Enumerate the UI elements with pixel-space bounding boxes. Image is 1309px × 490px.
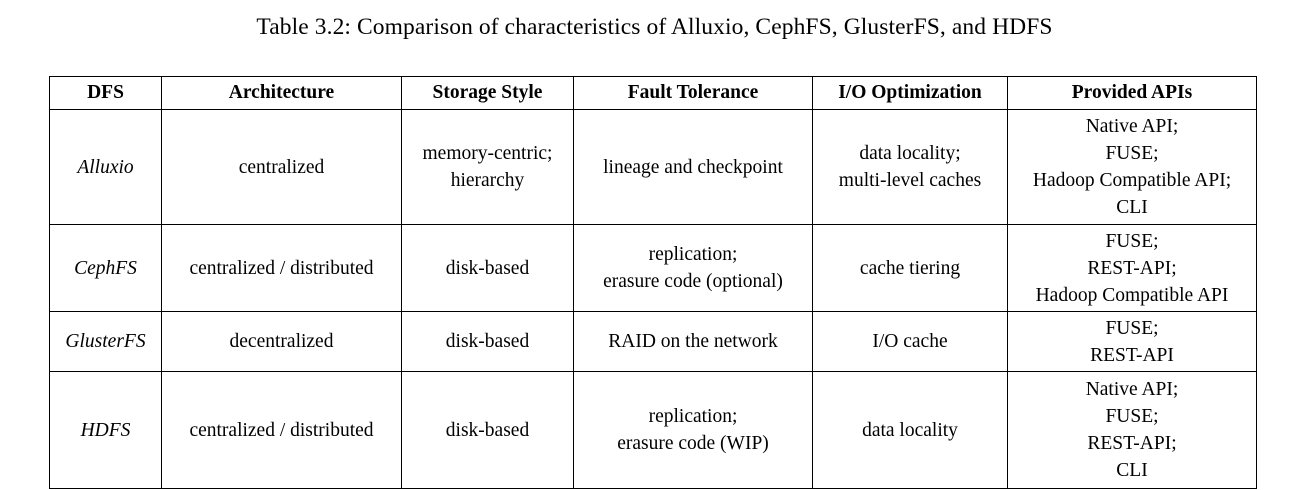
cell-line: erasure code (optional) bbox=[603, 271, 783, 292]
cell-line: FUSE; bbox=[1105, 406, 1159, 427]
cell-line: REST-API; bbox=[1087, 257, 1177, 279]
cell-storage-style: disk-based bbox=[401, 224, 574, 312]
cell-line: I/O cache bbox=[872, 331, 948, 352]
dfs-label: CephFS bbox=[74, 257, 137, 279]
column-header-architecture: Architecture bbox=[161, 76, 402, 110]
cell-line: CLI bbox=[1116, 197, 1148, 218]
cell-lines: I/O cache bbox=[818, 328, 1002, 355]
table-container: DFS Architecture Storage Style Fault Tol… bbox=[49, 76, 1257, 489]
column-header-fault-tolerance: Fault Tolerance bbox=[573, 76, 813, 110]
cell-io-optimization: data locality bbox=[812, 371, 1008, 489]
cell-provided-apis: Native API; FUSE; REST-API; CLI bbox=[1007, 371, 1257, 489]
cell-storage-style: disk-based bbox=[401, 311, 574, 372]
cell-line: FUSE; bbox=[1105, 317, 1159, 339]
cell-line: hierarchy bbox=[450, 170, 525, 191]
cell-storage-style: disk-based bbox=[401, 371, 574, 489]
cell-line: replication; bbox=[648, 406, 738, 427]
cell-line: Hadoop Compatible API bbox=[1035, 284, 1229, 306]
cell-line: FUSE; bbox=[1105, 143, 1159, 164]
cell-line: data locality bbox=[862, 419, 958, 441]
cell-line: CLI bbox=[1116, 460, 1148, 481]
cell-line: data locality; bbox=[859, 143, 961, 164]
cell-dfs-name: Alluxio bbox=[49, 109, 162, 225]
cell-lines: memory-centric; hierarchy bbox=[407, 140, 568, 194]
cell-line: REST-API bbox=[1090, 344, 1174, 366]
cell-provided-apis: Native API; FUSE; Hadoop Compatible API;… bbox=[1007, 109, 1257, 225]
cell-lines: FUSE; REST-API bbox=[1013, 315, 1251, 369]
table-row: CephFS centralized / distributed disk-ba… bbox=[49, 224, 1257, 312]
cell-line: erasure code (WIP) bbox=[617, 433, 769, 454]
table-row: GlusterFS decentralized disk-based bbox=[49, 311, 1257, 372]
cell-io-optimization: cache tiering bbox=[812, 224, 1008, 312]
cell-lines: centralized / distributed bbox=[167, 255, 396, 282]
cell-line: centralized / distributed bbox=[189, 257, 374, 279]
cell-line: replication; bbox=[648, 244, 738, 265]
cell-lines: cache tiering bbox=[818, 255, 1002, 282]
cell-fault-tolerance: replication; erasure code (WIP) bbox=[573, 371, 813, 489]
cell-lines: replication; erasure code (WIP) bbox=[579, 403, 807, 457]
cell-lines: Native API; FUSE; REST-API; CLI bbox=[1013, 376, 1251, 484]
cell-io-optimization: data locality; multi-level caches bbox=[812, 109, 1008, 225]
cell-line: Native API; bbox=[1085, 116, 1179, 137]
dfs-label: Alluxio bbox=[77, 156, 134, 178]
cell-architecture: decentralized bbox=[161, 311, 402, 372]
cell-fault-tolerance: RAID on the network bbox=[573, 311, 813, 372]
cell-dfs-name: HDFS bbox=[49, 371, 162, 489]
cell-line: Native API; bbox=[1085, 379, 1179, 400]
cell-line: RAID on the network bbox=[608, 331, 778, 352]
cell-fault-tolerance: lineage and checkpoint bbox=[573, 109, 813, 225]
cell-line: multi-level caches bbox=[838, 170, 982, 191]
cell-line: disk-based bbox=[445, 331, 530, 352]
cell-line: memory-centric; bbox=[422, 143, 553, 164]
cell-lines: disk-based bbox=[407, 328, 568, 355]
cell-lines: centralized bbox=[167, 154, 396, 181]
table-caption: Table 3.2: Comparison of characteristics… bbox=[256, 14, 1053, 40]
cell-dfs-name: CephFS bbox=[49, 224, 162, 312]
cell-line: FUSE; bbox=[1105, 230, 1159, 252]
cell-line: centralized / distributed bbox=[189, 419, 374, 441]
cell-lines: Native API; FUSE; Hadoop Compatible API;… bbox=[1013, 113, 1251, 221]
cell-lines: lineage and checkpoint bbox=[579, 154, 807, 181]
cell-line: disk-based bbox=[445, 257, 530, 279]
table-row: HDFS centralized / distributed disk-base… bbox=[49, 371, 1257, 489]
dfs-label: HDFS bbox=[80, 419, 131, 441]
cell-storage-style: memory-centric; hierarchy bbox=[401, 109, 574, 225]
cell-dfs-name: GlusterFS bbox=[49, 311, 162, 372]
column-header-io-optimization: I/O Optimization bbox=[812, 76, 1008, 110]
table-body: Alluxio centralized memory-centric; hier… bbox=[49, 109, 1257, 489]
cell-lines: data locality bbox=[818, 417, 1002, 444]
cell-lines: decentralized bbox=[167, 328, 396, 355]
column-header-storage-style: Storage Style bbox=[401, 76, 574, 110]
cell-lines: disk-based bbox=[407, 255, 568, 282]
cell-architecture: centralized / distributed bbox=[161, 224, 402, 312]
table-row: Alluxio centralized memory-centric; hier… bbox=[49, 109, 1257, 225]
cell-lines: centralized / distributed bbox=[167, 417, 396, 444]
cell-lines: data locality; multi-level caches bbox=[818, 140, 1002, 194]
cell-provided-apis: FUSE; REST-API; Hadoop Compatible API bbox=[1007, 224, 1257, 312]
cell-line: decentralized bbox=[229, 331, 334, 352]
cell-line: Hadoop Compatible API; bbox=[1032, 170, 1232, 191]
table-header: DFS Architecture Storage Style Fault Tol… bbox=[49, 76, 1257, 110]
cell-fault-tolerance: replication; erasure code (optional) bbox=[573, 224, 813, 312]
column-header-provided-apis: Provided APIs bbox=[1007, 76, 1257, 110]
cell-line: cache tiering bbox=[859, 257, 961, 279]
cell-line: centralized bbox=[238, 156, 325, 178]
cell-provided-apis: FUSE; REST-API bbox=[1007, 311, 1257, 372]
column-header-dfs: DFS bbox=[49, 76, 162, 110]
cell-line: disk-based bbox=[445, 419, 530, 441]
dfs-label: GlusterFS bbox=[65, 331, 146, 352]
cell-lines: FUSE; REST-API; Hadoop Compatible API bbox=[1013, 228, 1251, 309]
cell-lines: RAID on the network bbox=[579, 328, 807, 355]
table-header-row: DFS Architecture Storage Style Fault Tol… bbox=[49, 76, 1257, 110]
comparison-table: DFS Architecture Storage Style Fault Tol… bbox=[49, 76, 1257, 489]
cell-architecture: centralized bbox=[161, 109, 402, 225]
cell-io-optimization: I/O cache bbox=[812, 311, 1008, 372]
cell-lines: replication; erasure code (optional) bbox=[579, 241, 807, 295]
cell-line: lineage and checkpoint bbox=[603, 156, 783, 178]
cell-architecture: centralized / distributed bbox=[161, 371, 402, 489]
cell-lines: disk-based bbox=[407, 417, 568, 444]
cell-line: REST-API; bbox=[1087, 433, 1177, 454]
